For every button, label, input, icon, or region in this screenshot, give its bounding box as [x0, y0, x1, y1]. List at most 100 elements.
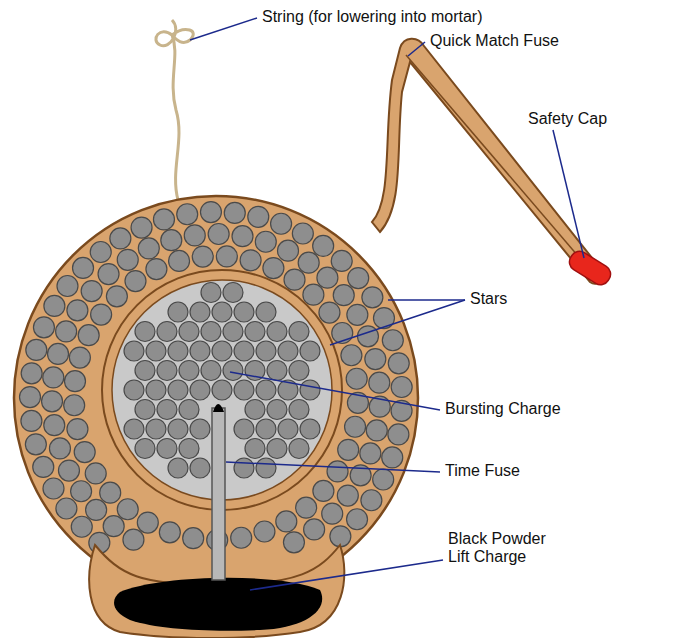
star: [98, 264, 119, 285]
stars-label: Stars: [470, 290, 570, 308]
star: [267, 439, 287, 459]
star: [117, 499, 138, 520]
star: [67, 419, 88, 440]
star: [300, 419, 320, 439]
star: [192, 246, 213, 267]
star: [201, 322, 221, 342]
star: [271, 213, 292, 234]
star: [159, 522, 180, 543]
star: [135, 400, 155, 420]
star: [146, 380, 166, 400]
star: [365, 349, 386, 370]
star: [43, 478, 64, 499]
star: [319, 302, 340, 323]
star: [157, 439, 177, 459]
star: [361, 490, 382, 511]
star: [373, 469, 394, 490]
leader-lines: [190, 18, 584, 590]
quick-match-fuse: [372, 39, 602, 284]
star: [254, 521, 275, 542]
star: [208, 224, 229, 245]
star: [212, 302, 232, 322]
star: [44, 415, 65, 436]
cap-label: Safety Cap: [528, 110, 658, 128]
star: [289, 439, 309, 459]
star: [90, 242, 111, 263]
star: [146, 259, 167, 280]
star: [388, 424, 409, 445]
star: [85, 463, 106, 484]
star: [347, 509, 368, 530]
star: [327, 461, 348, 482]
string: [156, 20, 193, 200]
star: [256, 419, 276, 439]
star: [345, 416, 366, 437]
star: [333, 285, 354, 306]
star: [289, 322, 309, 342]
star: [362, 287, 383, 308]
star: [201, 283, 221, 303]
star: [71, 516, 92, 537]
star: [146, 341, 166, 361]
star: [388, 353, 409, 374]
star: [20, 387, 41, 408]
star: [300, 380, 320, 400]
star: [255, 231, 276, 252]
star: [135, 322, 155, 342]
star: [223, 361, 243, 381]
star: [131, 217, 152, 238]
time-fuse-label: Time Fuse: [445, 462, 595, 480]
star: [234, 458, 254, 478]
star: [278, 419, 298, 439]
star: [366, 420, 387, 441]
star: [224, 202, 245, 223]
star: [296, 497, 317, 518]
star: [168, 380, 188, 400]
star: [289, 361, 309, 381]
star: [331, 250, 352, 271]
star: [304, 519, 325, 540]
star: [153, 209, 174, 230]
star: [44, 295, 65, 316]
star: [123, 529, 144, 550]
star: [223, 283, 243, 303]
star: [267, 322, 287, 342]
star: [240, 250, 261, 271]
star: [168, 419, 188, 439]
star: [183, 528, 204, 549]
star: [179, 322, 199, 342]
star: [212, 341, 232, 361]
star: [245, 400, 265, 420]
star: [125, 271, 146, 292]
star: [110, 228, 131, 249]
star: [391, 376, 412, 397]
fuse-tip: [213, 404, 224, 412]
star: [190, 458, 210, 478]
star: [317, 267, 338, 288]
star: [212, 380, 232, 400]
star: [347, 304, 368, 325]
star: [64, 395, 85, 416]
star: [124, 380, 144, 400]
star: [300, 341, 320, 361]
star: [313, 480, 334, 501]
star: [283, 532, 304, 553]
shell-casing: [14, 196, 418, 600]
star: [103, 516, 124, 537]
star: [161, 230, 182, 251]
safety-cap: [566, 248, 614, 288]
star: [341, 345, 362, 366]
star: [234, 341, 254, 361]
star: [73, 257, 94, 278]
star: [313, 235, 334, 256]
star: [256, 380, 276, 400]
star: [78, 325, 99, 346]
star: [91, 304, 112, 325]
star: [284, 269, 305, 290]
star: [256, 302, 276, 322]
star: [157, 361, 177, 381]
lift-charge-label: Black Powder Lift Charge: [448, 530, 560, 567]
star: [57, 276, 78, 297]
star: [245, 322, 265, 342]
star: [86, 499, 107, 520]
